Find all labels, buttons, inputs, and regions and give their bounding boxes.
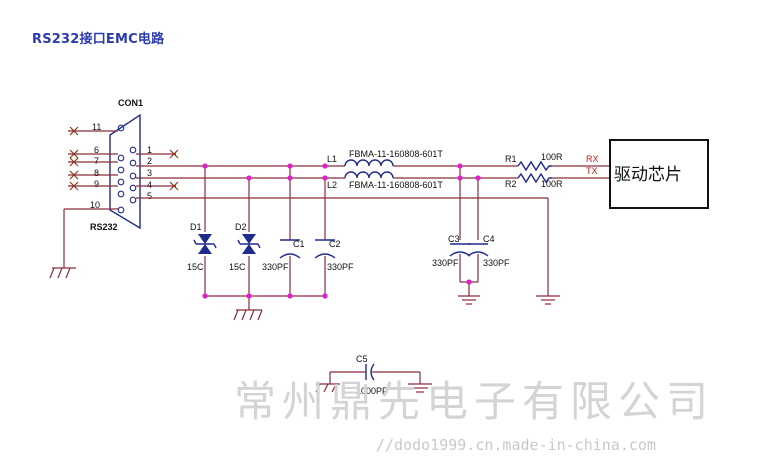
pin-number-right: 4 (147, 180, 152, 190)
driver-chip: 驱动芯片 (609, 139, 709, 209)
capacitor-value: 330PF (327, 262, 354, 272)
pin-number-right: 5 (147, 191, 152, 201)
pin-number-right: 1 (147, 145, 152, 155)
inductor-value: FBMA-11-160808-601T (349, 180, 443, 190)
pin-number-left: 8 (94, 168, 99, 178)
capacitor-ref: C1 (293, 239, 305, 249)
capacitor-c5: C5 1000PF (329, 354, 421, 396)
watermark-url: //dodo1999.cn.made-in-china.com (376, 436, 656, 454)
inductor-l1: L1 FBMA-11-160808-601T (327, 149, 443, 167)
resistor-value: 100R (541, 179, 563, 189)
pin-number-left: 6 (94, 145, 99, 155)
capacitor-ref: C3 (448, 234, 460, 244)
junction-dots (202, 163, 481, 299)
connector-left-leads (64, 130, 118, 210)
resistor-value: 100R (541, 152, 563, 162)
resistor-r1: R1 100R (505, 152, 563, 172)
page-title: RS232接口EMC电路 (32, 32, 165, 47)
diode-d1: D1 15C (187, 222, 217, 272)
inductor-ref: L2 (327, 180, 337, 190)
capacitor-c4: C4 330PF (467, 234, 510, 268)
capacitor-c3: C3 330PF (432, 234, 471, 268)
capacitor-c1: C1 330PF (262, 239, 305, 272)
capacitor-c2: C2 330PF (314, 239, 354, 272)
inductor-ref: L1 (327, 154, 337, 164)
connector-con1: CON1 RS232 11 6 7 8 (64, 98, 179, 232)
pin-number-left: 11 (92, 122, 101, 132)
diode-ref: D1 (190, 222, 202, 232)
inductor-value: FBMA-11-160808-601T (349, 149, 443, 159)
connector-name: RS232 (90, 222, 118, 232)
driver-chip-label: 驱动芯片 (614, 165, 682, 185)
no-connect-marks-left (69, 126, 79, 191)
pin-number-left: 9 (94, 179, 99, 189)
resistor-ref: R1 (505, 154, 517, 164)
ground-symbol-c3c4 (458, 295, 480, 305)
no-connect-marks-right (169, 149, 179, 191)
diode-ref: D2 (235, 222, 247, 232)
diode-d2: D2 15C (229, 222, 261, 272)
pin-number-right: 3 (147, 168, 152, 178)
tx-label: TX (586, 166, 598, 176)
watermark-company: 常州鼎先电子有限公司 (234, 377, 715, 426)
pin-number-left: 10 (90, 200, 100, 210)
diode-value: 15C (187, 262, 204, 272)
capacitor-ref: C5 (356, 354, 368, 364)
capacitor-ref: C4 (483, 234, 495, 244)
diode-value: 15C (229, 262, 246, 272)
capacitor-value: 330PF (432, 258, 459, 268)
ground-symbol-dbank (233, 309, 263, 321)
connector-ref: CON1 (118, 98, 143, 108)
capacitor-ref: C2 (329, 239, 341, 249)
capacitor-value: 1000PF (356, 386, 388, 396)
capacitor-value: 330PF (262, 262, 289, 272)
ground-symbol-chassis (315, 383, 340, 393)
ground-symbol-signal (408, 383, 432, 393)
inductor-l2: L2 FBMA-11-160808-601T (327, 171, 443, 190)
rx-label: RX (586, 154, 599, 164)
resistor-r2: R2 100R (505, 172, 563, 189)
pin-number-right: 2 (147, 156, 152, 166)
ground-symbol-shield (536, 295, 560, 305)
resistor-ref: R2 (505, 179, 517, 189)
capacitor-value: 330PF (483, 258, 510, 268)
connector-body (109, 113, 141, 230)
connector-pin-circles (117, 124, 137, 214)
ground-symbol-connector (49, 209, 76, 279)
pin-number-left: 7 (94, 156, 99, 166)
connector-right-leads (136, 153, 176, 187)
